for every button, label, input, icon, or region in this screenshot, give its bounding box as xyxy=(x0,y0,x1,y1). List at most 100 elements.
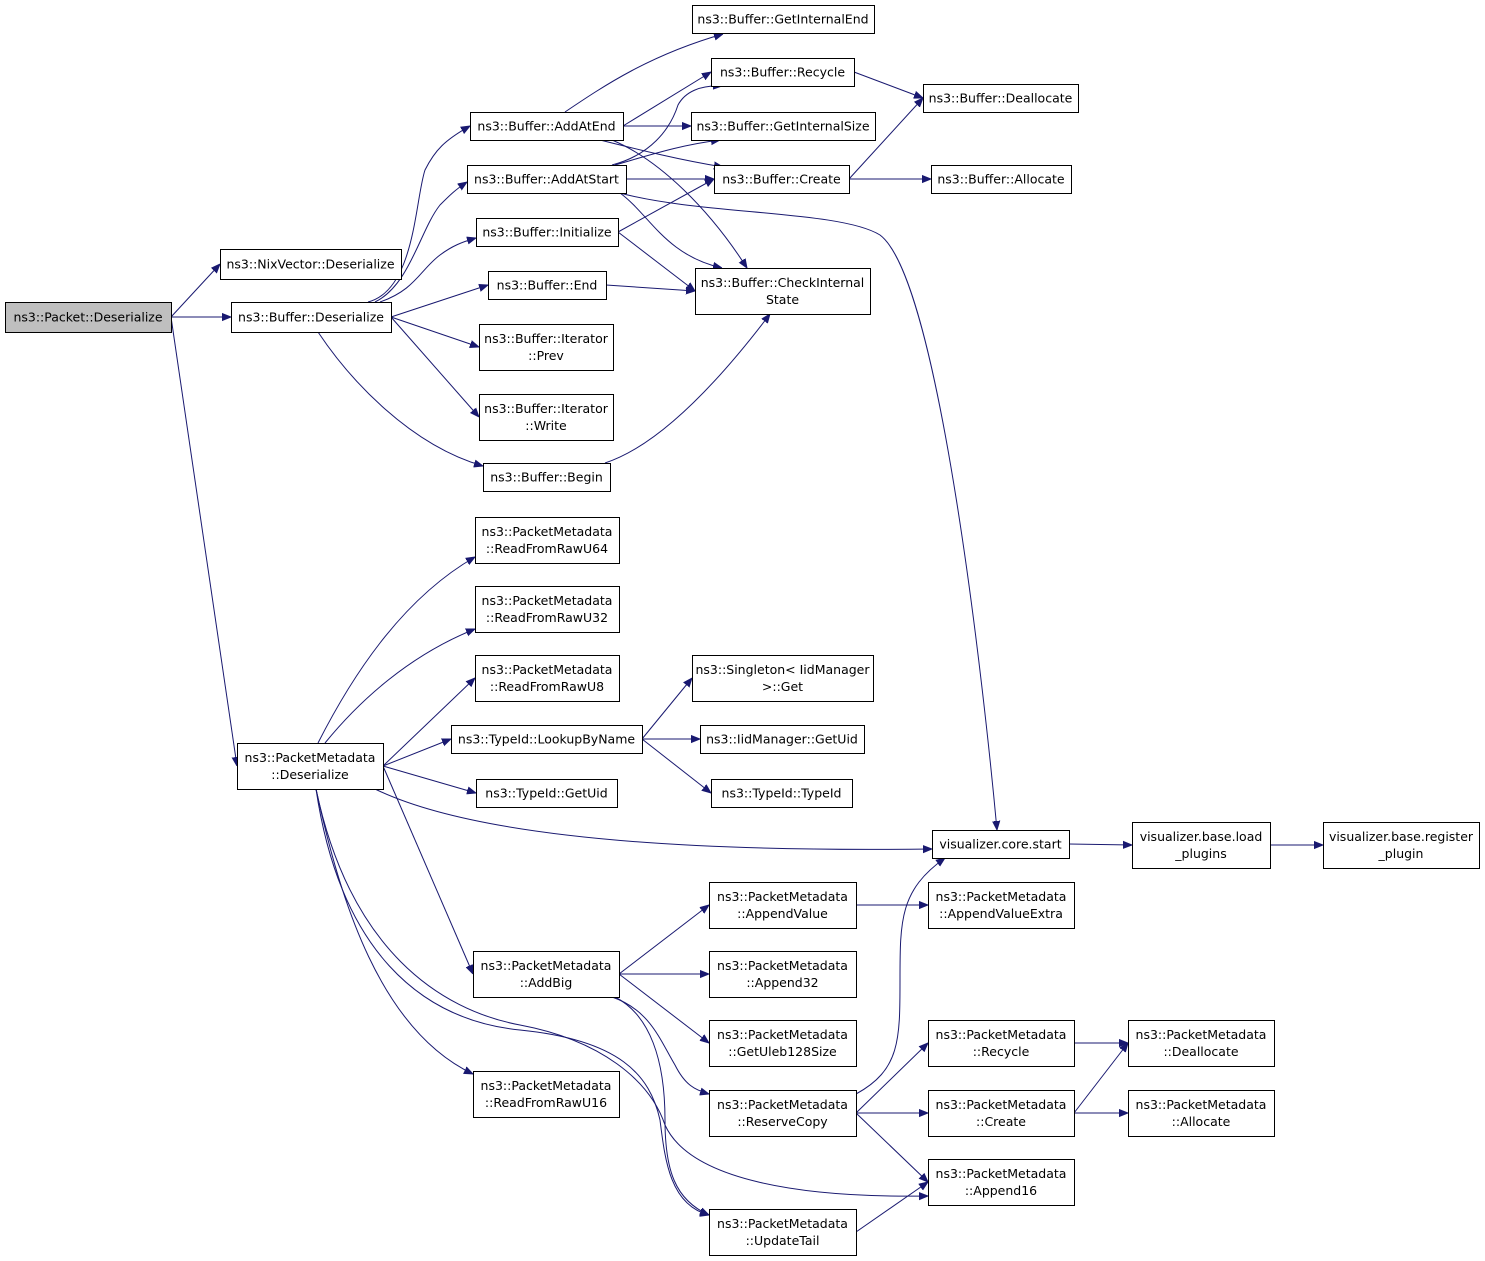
node-box xyxy=(928,1020,1075,1067)
edge-buffer-deserialize-to-buffer-addatstart xyxy=(374,182,467,303)
node-typeid-getuid[interactable]: ns3::TypeId::GetUid xyxy=(476,779,618,808)
node-box xyxy=(467,165,627,194)
node-box xyxy=(928,882,1075,929)
node-box xyxy=(711,58,855,87)
node-label: ns3::Buffer::Iterator xyxy=(484,331,609,346)
node-label: ::Deallocate xyxy=(1163,1044,1238,1059)
node-box xyxy=(451,725,643,754)
node-label: >::Get xyxy=(762,679,803,694)
node-pm-reservecopy[interactable]: ns3::PacketMetadata::ReserveCopy xyxy=(709,1090,857,1137)
node-box xyxy=(473,1071,620,1118)
node-label: ns3::PacketMetadata xyxy=(936,1027,1067,1042)
node-box xyxy=(928,1090,1075,1137)
node-box xyxy=(231,302,392,333)
node-label: ns3::PacketMetadata xyxy=(717,958,848,973)
node-label: ::AppendValueExtra xyxy=(939,906,1063,921)
node-iterator-prev[interactable]: ns3::Buffer::Iterator::Prev xyxy=(479,324,614,371)
node-pm-create[interactable]: ns3::PacketMetadata::Create xyxy=(928,1090,1075,1137)
node-label: visualizer.core.start xyxy=(939,837,1061,852)
node-label: ::Create xyxy=(976,1114,1026,1129)
node-box xyxy=(475,517,620,564)
node-box xyxy=(709,1090,857,1137)
node-box xyxy=(479,394,614,441)
node-buffer-allocate[interactable]: ns3::Buffer::Allocate xyxy=(931,165,1072,194)
node-typeid-typeid[interactable]: ns3::TypeId::TypeId xyxy=(711,779,853,808)
edge-buffer-end-to-buffer-checkinternalstate xyxy=(605,284,695,291)
node-pm-updatetail[interactable]: ns3::PacketMetadata::UpdateTail xyxy=(709,1209,857,1256)
node-visualizer-base-register-plugin[interactable]: visualizer.base.register_plugin xyxy=(1323,822,1480,869)
node-buffer-deserialize[interactable]: ns3::Buffer::Deserialize xyxy=(231,302,392,333)
node-label: ns3::TypeId::TypeId xyxy=(722,786,842,801)
node-label: ns3::Buffer::AddAtEnd xyxy=(477,119,615,134)
node-box xyxy=(709,882,857,929)
node-pm-append32[interactable]: ns3::PacketMetadata::Append32 xyxy=(709,951,857,998)
node-pm-readfromrawu32[interactable]: ns3::PacketMetadata::ReadFromRawU32 xyxy=(475,586,620,633)
edge-pm-addbig-to-pm-reservecopy xyxy=(611,996,709,1094)
node-label: ns3::Packet::Deserialize xyxy=(13,310,162,325)
node-label: visualizer.base.register xyxy=(1329,829,1474,844)
node-buffer-getinternalend[interactable]: ns3::Buffer::GetInternalEnd xyxy=(692,5,875,34)
node-buffer-recycle[interactable]: ns3::Buffer::Recycle xyxy=(711,58,855,87)
node-box xyxy=(714,165,850,194)
node-box xyxy=(5,302,172,333)
node-pm-recycle[interactable]: ns3::PacketMetadata::Recycle xyxy=(928,1020,1075,1067)
node-buffer-addatend[interactable]: ns3::Buffer::AddAtEnd xyxy=(470,112,624,141)
node-buffer-begin[interactable]: ns3::Buffer::Begin xyxy=(483,463,611,492)
node-pm-allocate[interactable]: ns3::PacketMetadata::Allocate xyxy=(1128,1090,1275,1137)
node-box xyxy=(692,655,874,702)
node-label: ns3::PacketMetadata xyxy=(245,750,376,765)
edge-buffer-deserialize-to-buffer-end xyxy=(390,285,488,318)
node-label: ns3::Buffer::Recycle xyxy=(720,65,845,80)
node-buffer-getinternalsize[interactable]: ns3::Buffer::GetInternalSize xyxy=(691,112,876,141)
node-pm-appendvalue[interactable]: ns3::PacketMetadata::AppendValue xyxy=(709,882,857,929)
node-singleton-get[interactable]: ns3::Singleton< IidManager>::Get xyxy=(692,655,874,702)
node-label: ::ReadFromRawU16 xyxy=(485,1095,607,1110)
node-label: ns3::TypeId::GetUid xyxy=(485,786,607,801)
node-label: ns3::Buffer::Initialize xyxy=(482,225,612,240)
node-visualizer-core-start[interactable]: visualizer.core.start xyxy=(932,830,1070,859)
node-label: ns3::PacketMetadata xyxy=(1136,1027,1267,1042)
node-buffer-initialize[interactable]: ns3::Buffer::Initialize xyxy=(476,218,619,247)
node-box xyxy=(479,324,614,371)
node-label: ns3::Buffer::Create xyxy=(722,172,841,187)
edge-pm-addbig-to-pm-updatetail xyxy=(614,996,709,1215)
node-pm-readfromrawu16[interactable]: ns3::PacketMetadata::ReadFromRawU16 xyxy=(473,1071,620,1118)
node-visualizer-base-load-plugins[interactable]: visualizer.base.load_plugins xyxy=(1132,822,1271,869)
node-label: ::Append32 xyxy=(746,975,818,990)
node-label: ns3::PacketMetadata xyxy=(936,1166,1067,1181)
node-buffer-end[interactable]: ns3::Buffer::End xyxy=(488,271,607,300)
node-pm-deserialize[interactable]: ns3::PacketMetadata::Deserialize xyxy=(237,743,384,790)
node-pm-appendvalueextra[interactable]: ns3::PacketMetadata::AppendValueExtra xyxy=(928,882,1075,929)
edge-typeid-lookupbyname-to-singleton-get xyxy=(641,678,692,740)
node-nixvector-deserialize[interactable]: ns3::NixVector::Deserialize xyxy=(220,249,402,280)
node-label: ns3::Buffer::CheckInternal xyxy=(701,275,865,290)
node-buffer-create[interactable]: ns3::Buffer::Create xyxy=(714,165,850,194)
node-label: ::Prev xyxy=(528,348,564,363)
node-pm-readfromrawu64[interactable]: ns3::PacketMetadata::ReadFromRawU64 xyxy=(475,517,620,564)
edge-pm-reservecopy-to-visualizer-core-start xyxy=(855,858,945,1095)
node-box xyxy=(473,951,620,998)
node-iterator-write[interactable]: ns3::Buffer::Iterator::Write xyxy=(479,394,614,441)
edge-buffer-deserialize-to-iterator-write xyxy=(390,316,479,417)
node-pm-getuleb128size[interactable]: ns3::PacketMetadata::GetUleb128Size xyxy=(709,1020,857,1067)
node-label: ns3::PacketMetadata xyxy=(481,958,612,973)
node-buffer-deallocate[interactable]: ns3::Buffer::Deallocate xyxy=(923,84,1079,113)
node-typeid-lookupbyname[interactable]: ns3::TypeId::LookupByName xyxy=(451,725,643,754)
edge-buffer-addatend-to-buffer-recycle xyxy=(622,72,711,127)
edge-pm-deserialize-to-pm-updatetail xyxy=(315,788,709,1215)
node-iidmanager-getuid[interactable]: ns3::IidManager::GetUid xyxy=(700,725,865,754)
node-box xyxy=(1128,1020,1275,1067)
node-label: ::ReadFromRawU8 xyxy=(490,679,604,694)
edge-pm-deserialize-to-typeid-getuid xyxy=(382,765,476,793)
node-buffer-addatstart[interactable]: ns3::Buffer::AddAtStart xyxy=(467,165,627,194)
node-pm-readfromrawu8[interactable]: ns3::PacketMetadata::ReadFromRawU8 xyxy=(475,655,620,702)
edge-pm-deserialize-to-pm-readfromrawu64 xyxy=(317,557,475,744)
node-pm-append16[interactable]: ns3::PacketMetadata::Append16 xyxy=(928,1159,1075,1206)
node-pm-addbig[interactable]: ns3::PacketMetadata::AddBig xyxy=(473,951,620,998)
edge-pm-deserialize-to-typeid-lookupbyname xyxy=(382,739,451,767)
node-label: ::UpdateTail xyxy=(746,1233,820,1248)
node-label: ::GetUleb128Size xyxy=(728,1044,837,1059)
node-pm-deallocate[interactable]: ns3::PacketMetadata::Deallocate xyxy=(1128,1020,1275,1067)
node-label: ns3::PacketMetadata xyxy=(717,889,848,904)
